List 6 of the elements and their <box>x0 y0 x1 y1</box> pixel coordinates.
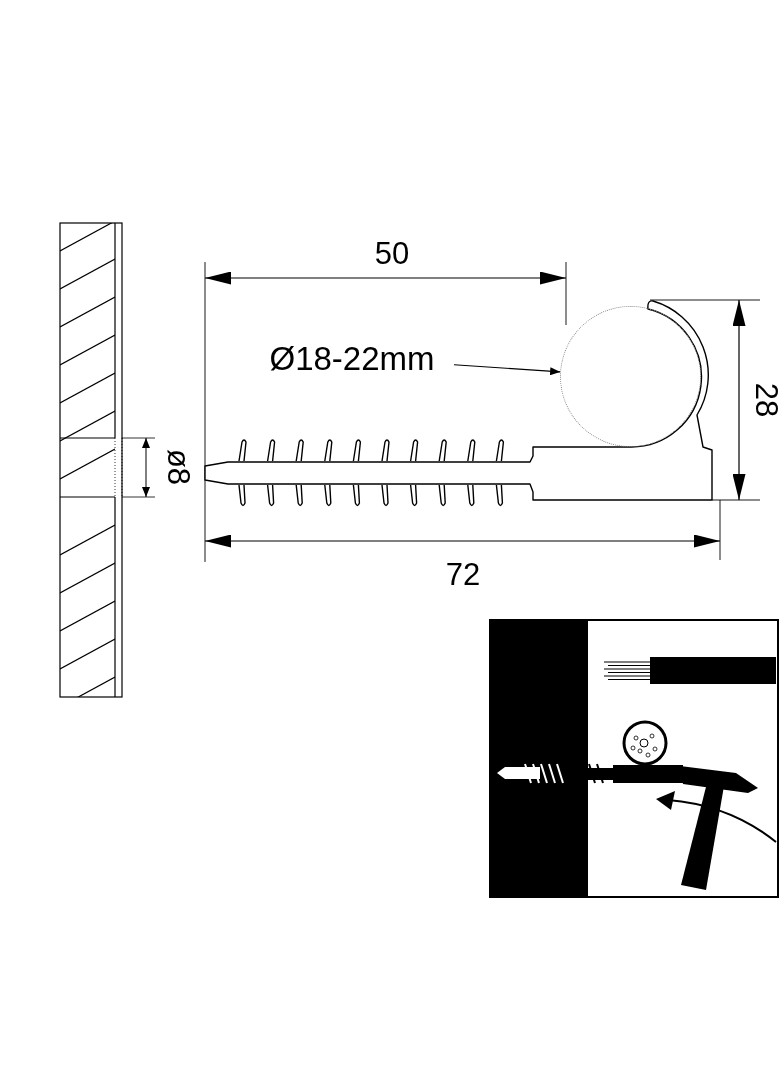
dimension-value: 72 <box>445 558 481 590</box>
dimension-value: 50 <box>374 237 410 269</box>
diameter-text: Ø18-22mm <box>250 336 454 380</box>
leader-line <box>453 364 561 376</box>
dimension-value: ø8 <box>162 448 194 486</box>
dimension-value: 28 <box>750 382 782 418</box>
